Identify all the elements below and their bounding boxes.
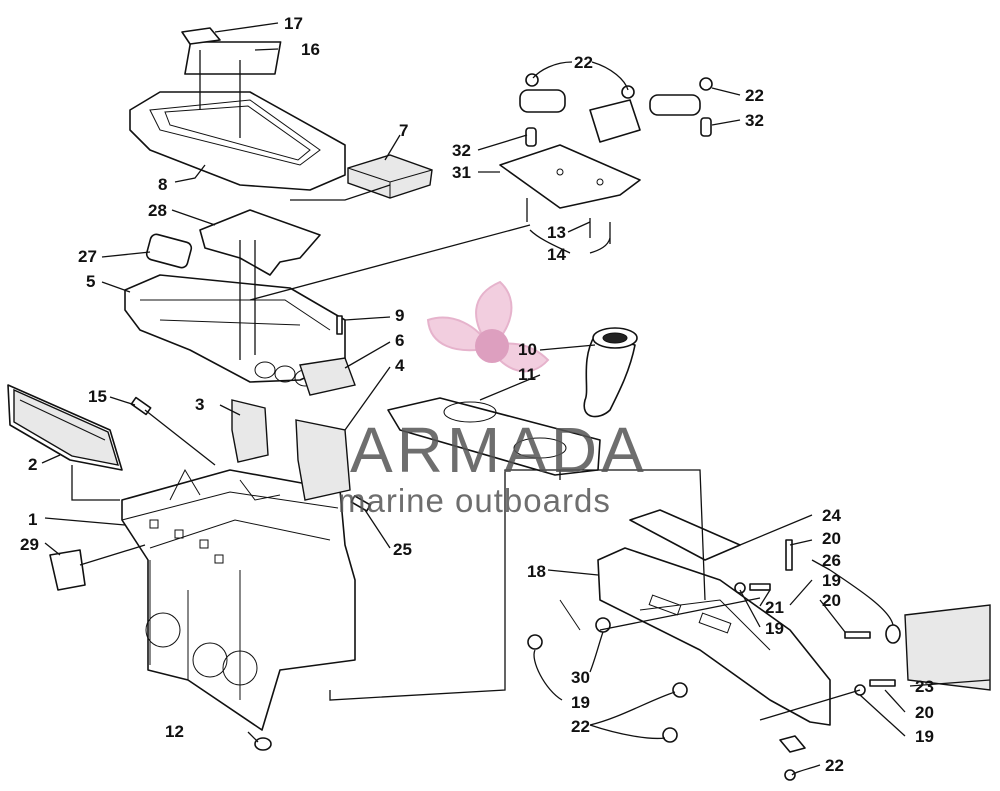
- callout-8: 8: [158, 175, 167, 194]
- top-cover: [129, 91, 346, 191]
- armada-propeller-logo: [426, 280, 550, 373]
- duct-seal: [629, 509, 741, 561]
- part-labels: 17 16 7 8 28 27 5 9 6 4 15 3 2 1 29 25 1…: [20, 14, 934, 775]
- disc-cap: [885, 624, 901, 644]
- airbox-lid: [124, 274, 346, 387]
- filter-element: [347, 154, 433, 199]
- callout-14: 14: [547, 245, 566, 264]
- callout-17: 17: [284, 14, 303, 33]
- callout-4: 4: [395, 356, 405, 375]
- callout-13: 13: [547, 223, 566, 242]
- seal-grommet: [145, 233, 193, 269]
- callout-19-low: 19: [915, 727, 934, 746]
- callout-19-left: 19: [571, 693, 590, 712]
- lower-duct-housing: [597, 547, 831, 726]
- callout-32-left: 32: [452, 141, 471, 160]
- callout-6: 6: [395, 331, 404, 350]
- spacer-left: [525, 127, 537, 147]
- callout-2: 2: [28, 455, 37, 474]
- elbow-duct: [583, 327, 638, 418]
- bolt-21: [749, 583, 771, 591]
- bolt-20-low: [869, 679, 896, 687]
- foam-block: [904, 604, 991, 691]
- leader-lines: [41, 22, 991, 776]
- callout-21: 21: [765, 598, 784, 617]
- solenoid-left: [519, 73, 566, 113]
- callout-19-center: 19: [765, 619, 784, 638]
- callout-22-left: 22: [571, 717, 590, 736]
- callout-27: 27: [78, 247, 97, 266]
- solenoid-right: [649, 77, 713, 116]
- nut-22-low: [662, 727, 678, 743]
- inlet-duct: [199, 209, 321, 276]
- callout-25: 25: [393, 540, 412, 559]
- spacer-right: [700, 117, 712, 137]
- callout-22-top: 22: [574, 53, 593, 72]
- callout-11: 11: [518, 365, 536, 384]
- screw-9: [336, 315, 343, 335]
- watermark-tagline: marine outboards: [338, 482, 611, 519]
- small-decal: [181, 27, 221, 45]
- callout-22-right: 22: [745, 86, 764, 105]
- clip-22: [779, 735, 806, 753]
- decal-label: [184, 41, 282, 75]
- callout-22-bottom: 22: [825, 756, 844, 775]
- gasket-large: [295, 419, 351, 501]
- airbox-main-housing: [121, 468, 356, 731]
- nut-19: [527, 634, 543, 650]
- callout-12: 12: [165, 722, 184, 741]
- lid-foam-pad: [299, 357, 356, 396]
- callout-20-mid: 20: [822, 591, 841, 610]
- washer-20: [734, 582, 746, 594]
- drain-plug: [254, 737, 272, 751]
- callout-19-mid: 19: [822, 571, 841, 590]
- screw-20-top: [785, 539, 793, 571]
- callout-16: 16: [301, 40, 320, 59]
- callout-24: 24: [822, 506, 841, 525]
- intake-filter-panel: [7, 384, 123, 471]
- callout-10: 10: [518, 340, 537, 359]
- assembly-lines: [71, 184, 861, 721]
- callout-28: 28: [148, 201, 167, 220]
- watermark-brand: ARMADA: [350, 414, 648, 486]
- callout-3: 3: [195, 395, 204, 414]
- callout-20-low: 20: [915, 703, 934, 722]
- latch-29: [49, 549, 86, 591]
- nut-22-bottom: [784, 769, 796, 781]
- mounting-bracket: [499, 144, 641, 209]
- callout-7: 7: [399, 121, 408, 140]
- callout-20-top: 20: [822, 529, 841, 548]
- callout-5: 5: [86, 272, 95, 291]
- callout-18: 18: [527, 562, 546, 581]
- callout-1: 1: [28, 510, 37, 529]
- solenoid-center: [589, 85, 641, 143]
- callout-29: 29: [20, 535, 39, 554]
- nut-22: [672, 682, 688, 698]
- fastener-25: [350, 495, 372, 512]
- callout-9: 9: [395, 306, 404, 325]
- callout-26: 26: [822, 551, 841, 570]
- bolt-20: [844, 631, 871, 639]
- callout-15: 15: [88, 387, 107, 406]
- callout-23: 23: [915, 677, 934, 696]
- callout-32-right: 32: [745, 111, 764, 130]
- callout-30: 30: [571, 668, 590, 687]
- callout-31: 31: [452, 163, 471, 182]
- armada-watermark: ARMADA marine outboards: [338, 414, 648, 519]
- gasket-small: [231, 399, 269, 463]
